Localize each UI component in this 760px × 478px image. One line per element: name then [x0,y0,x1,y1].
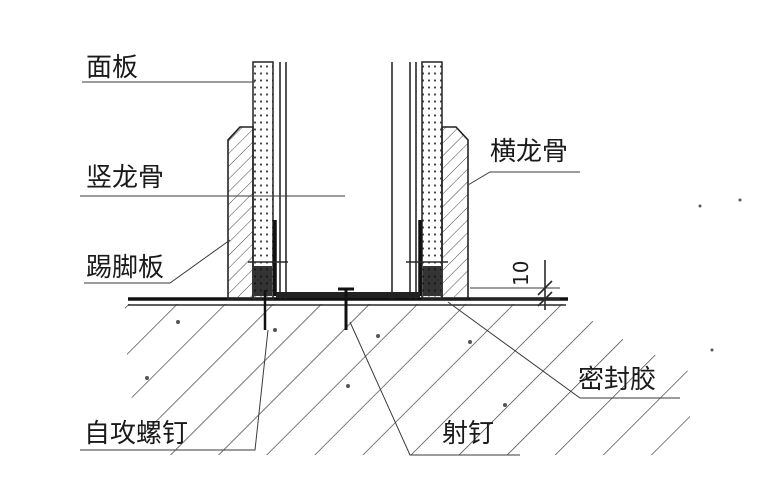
label-skirting-board: 踢脚板 [86,253,164,283]
panel-left [252,61,287,300]
label-sealant: 密封胶 [578,365,656,395]
dimension-label: 10 [509,261,533,286]
label-panel: 面板 [86,53,138,83]
label-self-tapping-screw: 自攻螺钉 [84,419,188,449]
bottom-track [276,292,420,298]
label-horizontal-keel: 横龙骨 [490,137,568,167]
label-nail: 射钉 [442,419,494,449]
label-vertical-keel: 竖龙骨 [86,163,164,193]
shooting-nail [338,287,354,330]
dimension-mark [470,260,560,310]
skirting-board-right [441,126,469,300]
panel-right [409,61,443,300]
leader-lines [80,81,680,456]
scan-specks [698,198,742,352]
keel-left [248,220,288,296]
skirting-board-left [227,126,254,300]
keel-right [406,220,448,296]
